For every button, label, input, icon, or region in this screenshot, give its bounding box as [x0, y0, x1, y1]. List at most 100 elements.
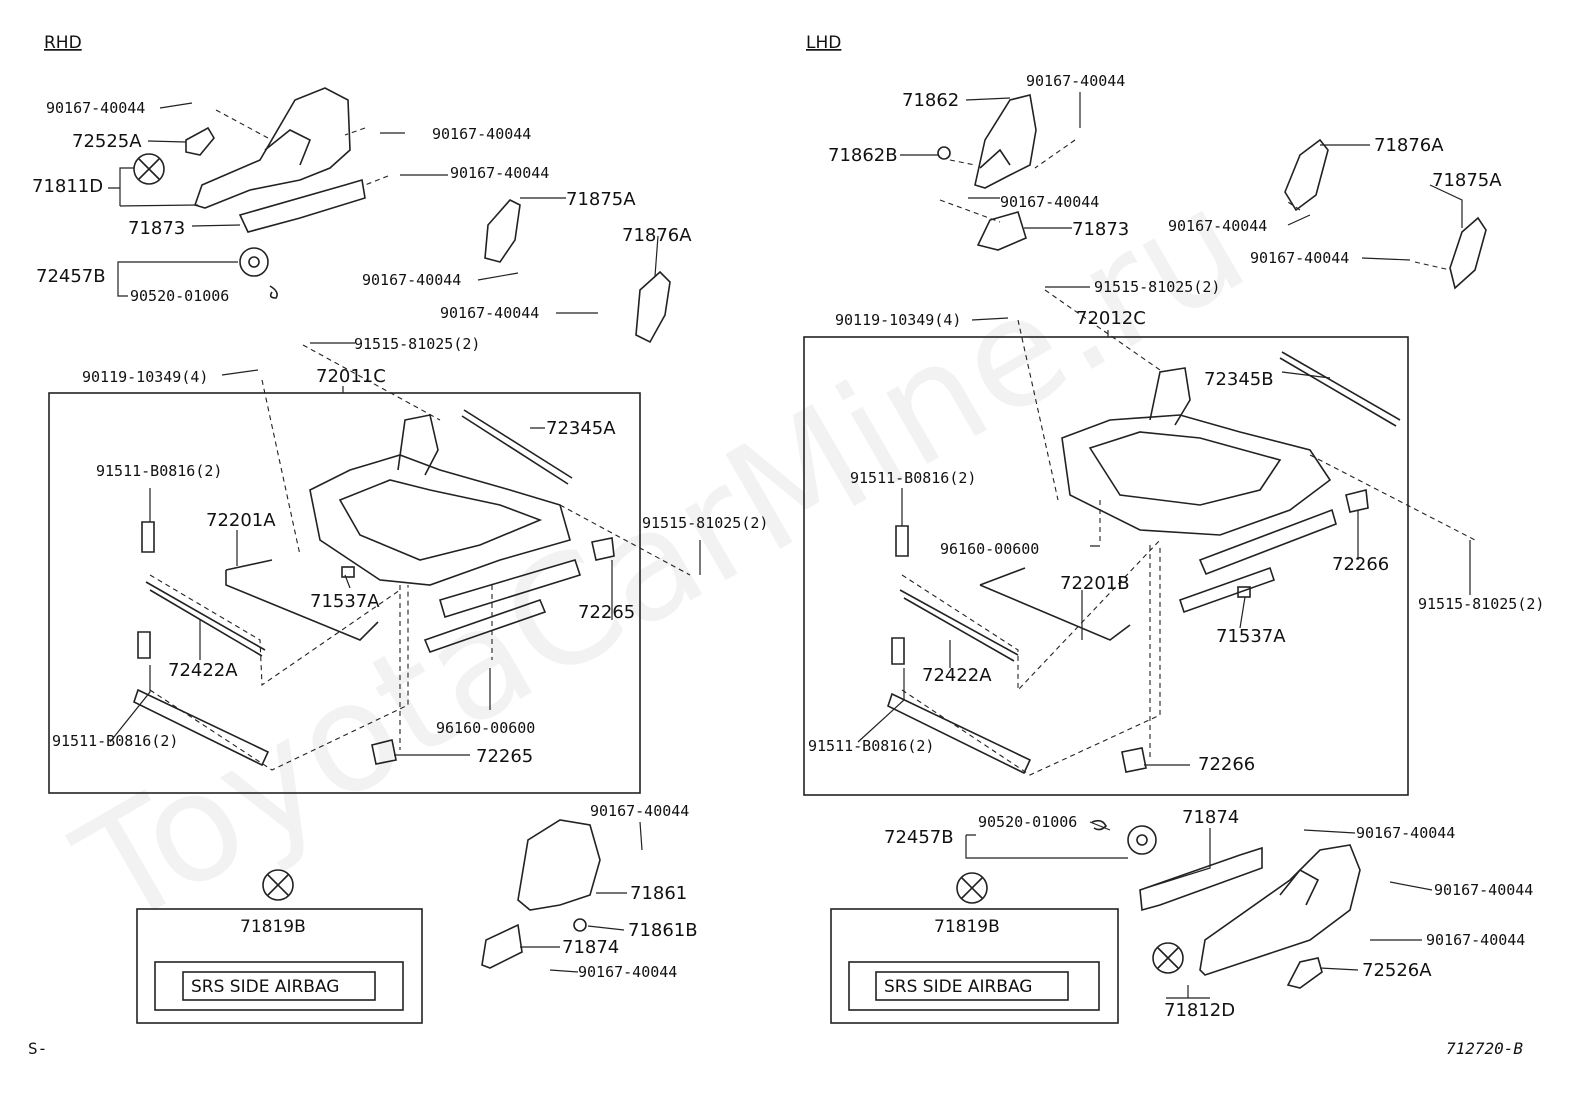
- rhd-frame-box: [48, 392, 641, 794]
- lhd-cover-72266-b: [1121, 747, 1147, 773]
- lhd-gear: [1127, 825, 1157, 855]
- rhd-label: 71876A: [622, 225, 692, 246]
- rhd-plate-71874: [481, 923, 523, 969]
- lhd-label: 71873: [1072, 219, 1129, 240]
- lhd-bar-upper: [899, 589, 1019, 656]
- rhd-slide-rail: [439, 559, 582, 619]
- lhd-label: 71875A: [1432, 170, 1502, 191]
- rhd-label: 91511-B0816(2): [96, 462, 222, 480]
- rhd-label: 72265: [578, 602, 635, 623]
- lhd-label: 90167-40044: [1168, 217, 1267, 235]
- rhd-wire-72201A: [225, 559, 379, 641]
- rhd-label: 90167-40044: [46, 99, 145, 117]
- lhd-clip-71537A: [1237, 586, 1251, 598]
- lhd-cross-symbol-right-x: [1157, 947, 1179, 969]
- rhd-frame-bracket: [397, 414, 439, 476]
- lhd-bolt-lower: [891, 637, 905, 665]
- rhd-slide-rail-lower: [423, 598, 547, 654]
- lhd-slide-rail-lower: [1178, 566, 1276, 614]
- lhd-label: 71874: [1182, 807, 1239, 828]
- lhd-airbag-plate-text-box: [875, 971, 1069, 1001]
- lhd-frame-bracket: [1149, 367, 1191, 426]
- lhd-section: SRS SIDE AIRBAG 90167-40044 71862 71862B…: [803, 72, 1544, 1024]
- lhd-label: 72457B: [884, 827, 954, 848]
- lhd-label: 71537A: [1216, 626, 1286, 647]
- watermark-text: ToyotaCarMine.ru: [50, 155, 1273, 961]
- rhd-label: 72265: [476, 746, 533, 767]
- rhd-bolt-upper: [141, 521, 155, 553]
- lhd-cover-72266-a: [1345, 489, 1369, 513]
- lhd-guide-lines: [901, 139, 1476, 776]
- rhd-seat-frame: [309, 454, 571, 586]
- rhd-label: 72457B: [36, 266, 106, 287]
- rhd-label: 71819B: [240, 917, 306, 937]
- rhd-label: 72011C: [316, 366, 386, 387]
- rhd-seat-frame-inner: [338, 479, 543, 561]
- lhd-seat-frame: [1061, 414, 1332, 536]
- lhd-label: 71862: [902, 90, 959, 111]
- lhd-spring-clip: [1091, 819, 1107, 831]
- lhd-wire-72201B: [979, 567, 1131, 641]
- lhd-label: 90119-10349(4): [835, 311, 961, 329]
- lhd-slide-rail: [1198, 508, 1337, 576]
- lhd-bar-upper-b: [903, 597, 1015, 662]
- lhd-label: 90167-40044: [1426, 931, 1525, 949]
- lhd-knob-72526A: [1286, 957, 1323, 989]
- rhd-bolt-lower: [137, 631, 151, 659]
- lhd-cross-symbol-right: [1152, 942, 1184, 974]
- rhd-cover-72265-a: [591, 537, 615, 561]
- lhd-frame-box: [803, 336, 1409, 796]
- lhd-seat-side-cover-detail: [1279, 868, 1320, 906]
- lhd-label: 91515-81025(2): [1418, 595, 1544, 613]
- lhd-trim-71874: [1139, 846, 1263, 912]
- lhd-airbag-plate-inner: [848, 961, 1100, 1011]
- lhd-bracket-71875A: [1449, 216, 1487, 290]
- lhd-label: 71862B: [828, 145, 898, 166]
- rhd-bar-upper: [145, 581, 266, 651]
- rhd-label: 91515-81025(2): [354, 335, 480, 353]
- rhd-guide-lines: [149, 109, 691, 771]
- lhd-leader-lines: [857, 92, 1471, 999]
- lhd-trim-71873: [976, 211, 1027, 251]
- rhd-label: 72422A: [168, 660, 238, 681]
- rhd-bar-lower: [133, 688, 270, 767]
- rhd-label: 90167-40044: [362, 271, 461, 289]
- rhd-label: 96160-00600: [436, 719, 535, 737]
- lhd-label: 71812D: [1164, 1000, 1235, 1021]
- rhd-cross-symbol-bottom-x: [267, 874, 289, 896]
- rhd-airbag-plate-text-box: [182, 971, 376, 1001]
- lhd-label: 90167-40044: [1434, 881, 1533, 899]
- lhd-airbag-plate: [830, 908, 1119, 1024]
- rhd-label: 90167-40044: [590, 802, 689, 820]
- rhd-label: 91511-B0816(2): [52, 732, 178, 750]
- lhd-bolt-upper: [895, 525, 909, 557]
- rhd-label: 72345A: [546, 418, 616, 439]
- lhd-label: 90167-40044: [1356, 824, 1455, 842]
- lhd-cover-71862-detail: [979, 148, 1011, 169]
- rhd-seat-side-cover-detail: [264, 129, 312, 166]
- rhd-lower-cover-71861: [517, 819, 601, 911]
- rhd-label: 90520-01006: [130, 287, 229, 305]
- lhd-label: 91511-B0816(2): [808, 737, 934, 755]
- rhd-label: 90167-40044: [440, 304, 539, 322]
- rhd-bracket-71876A: [635, 270, 671, 344]
- rhd-gear: [239, 247, 269, 277]
- lhd-label: 71876A: [1374, 135, 1444, 156]
- rhd-label: 71875A: [566, 189, 636, 210]
- rhd-spring-clip: [269, 285, 278, 299]
- rhd-label: 72201A: [206, 510, 276, 531]
- rhd-leader-lines: [108, 102, 701, 973]
- lhd-cross-symbol-bottom-x: [961, 877, 983, 899]
- rhd-label: 71873: [128, 218, 185, 239]
- rhd-seat-side-cover: [193, 87, 351, 209]
- lhd-rod-72345B: [1281, 351, 1401, 421]
- lhd-rod-72345B-b: [1279, 357, 1397, 427]
- rhd-knob: [185, 126, 215, 156]
- rhd-rod-72345A: [463, 409, 573, 479]
- lhd-label: 72422A: [922, 665, 992, 686]
- rhd-cross-symbol-top-x: [138, 158, 160, 180]
- rhd-bar-upper-b: [149, 589, 263, 657]
- lhd-label: 72266: [1332, 554, 1389, 575]
- rhd-header: RHD: [44, 33, 82, 53]
